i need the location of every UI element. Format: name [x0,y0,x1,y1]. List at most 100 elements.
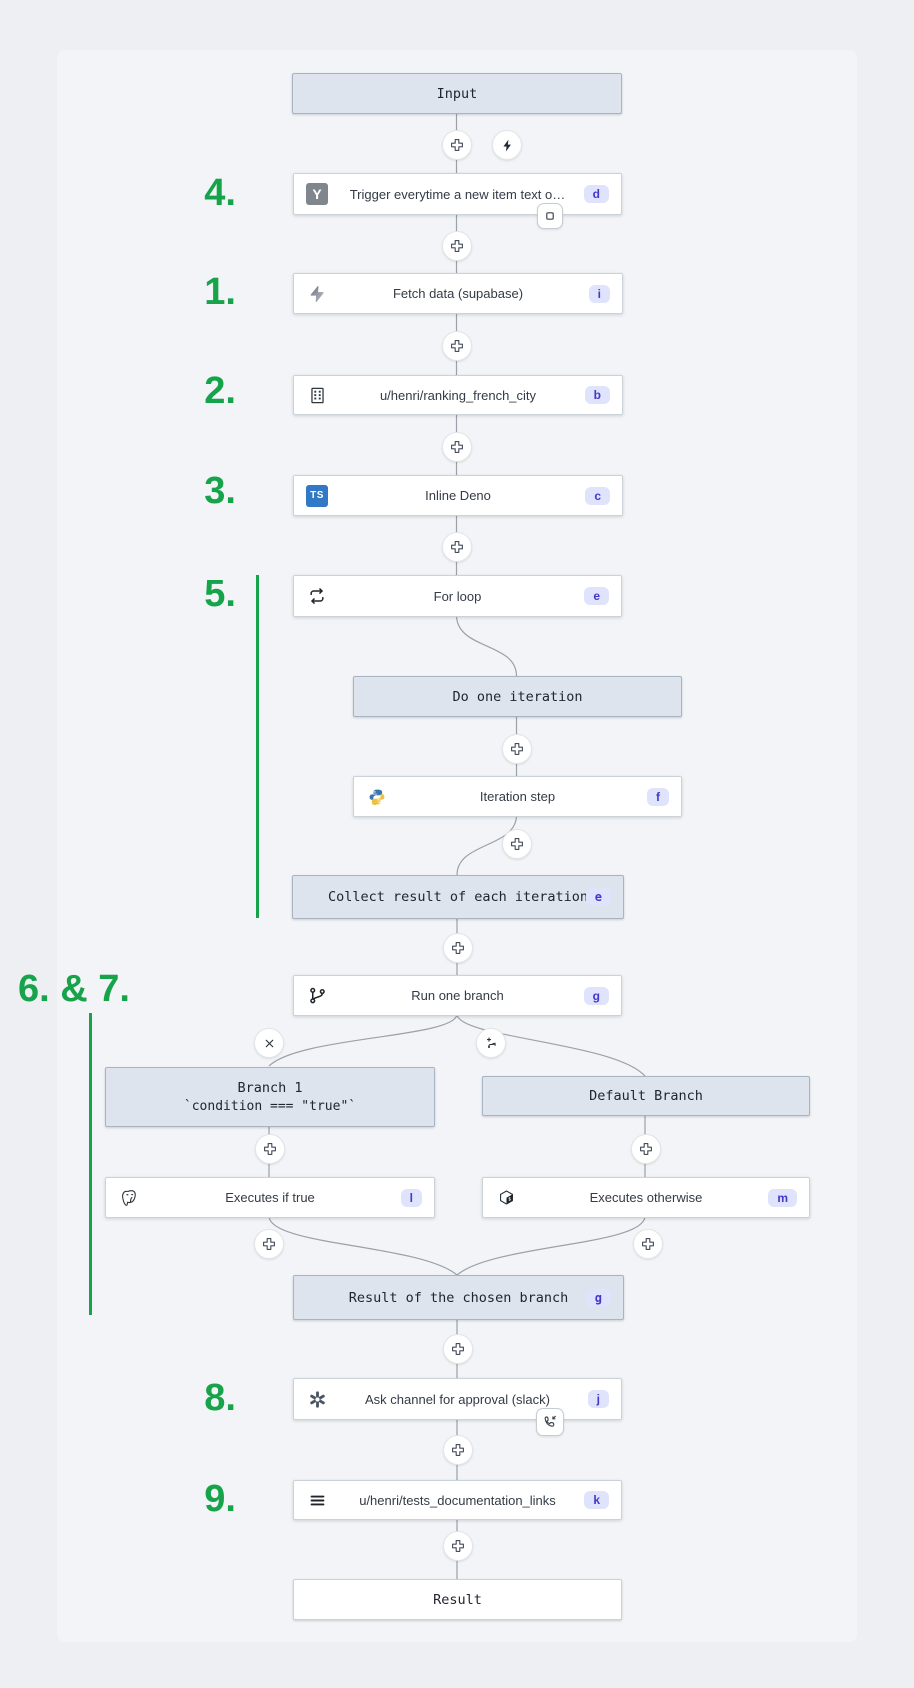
do-one-iteration-label: Do one iteration [452,688,583,705]
phone-incoming-icon [542,1414,558,1430]
run-one-branch-step-node[interactable]: Run one branch g [293,975,622,1016]
plus-icon [262,1141,278,1157]
add-step-button[interactable] [443,1435,473,1465]
plus-icon [261,1236,277,1252]
building-icon [306,384,328,406]
step-badge: e [585,888,611,906]
svg-text:$: $ [508,1197,511,1203]
plus-icon [450,940,466,956]
plus-icon [509,836,525,852]
iteration-step-node[interactable]: Iteration step f [353,776,682,817]
plus-icon [450,1341,466,1357]
plus-icon [449,439,465,455]
gear-icon [306,1388,328,1410]
stop-early-button[interactable] [537,203,563,229]
do-one-iteration-node[interactable]: Do one iteration [353,676,682,717]
step-label: Run one branch [411,988,504,1003]
bash-icon: $ [495,1187,517,1209]
step-badge: e [584,587,609,605]
ranking-script-step-node[interactable]: u/henri/ranking_french_city b [293,375,623,415]
square-icon [543,209,557,223]
supabase-icon [306,283,328,305]
step-label: Inline Deno [425,488,491,503]
plus-icon [449,238,465,254]
fetch-data-step-node[interactable]: Fetch data (supabase) i [293,273,623,314]
plus-icon [449,137,465,153]
for-loop-step-node[interactable]: For loop e [293,575,622,617]
ask-approval-step-node[interactable]: Ask channel for approval (slack) j [293,1378,622,1420]
result-chosen-branch-node[interactable]: Result of the chosen branch g [293,1275,624,1320]
annotation-line-5 [256,575,259,918]
python-icon [366,786,388,808]
step-badge: j [587,1390,609,1408]
flow-result-node[interactable]: Result [293,1579,622,1620]
step-badge: l [400,1188,422,1207]
inline-deno-step-node[interactable]: TS Inline Deno c [293,475,623,516]
step-label: u/henri/ranking_french_city [379,387,537,403]
step-label: u/henri/tests_documentation_links [359,1492,556,1508]
loop-icon [306,585,328,607]
annotation-line-6-7 [89,1013,92,1315]
step-label: Executes otherwise [589,1190,703,1205]
plus-icon [449,539,465,555]
add-step-button[interactable] [502,734,532,764]
result-label: Result [433,1591,482,1608]
branch-1-node[interactable]: Branch 1 `condition === "true"` [105,1067,435,1127]
step-label: Trigger everytime a new item text o… [349,186,566,202]
close-icon [263,1037,276,1050]
step-badge: f [647,787,669,806]
flow-input-node[interactable]: Input [292,73,622,114]
add-branch-icon [484,1036,499,1051]
add-step-button[interactable] [442,130,472,160]
postgresql-icon [118,1187,140,1209]
add-step-button[interactable] [255,1134,285,1164]
step-badge: k [584,1491,609,1509]
default-branch-node[interactable]: Default Branch [482,1076,810,1116]
add-step-button[interactable] [443,1334,473,1364]
step-badge: i [588,284,610,303]
annotation-2: 2. [204,370,236,412]
executes-if-true-step-node[interactable]: Executes if true l [105,1177,435,1218]
delete-branch-button[interactable] [254,1028,284,1058]
input-label: Input [436,85,478,102]
add-step-button[interactable] [254,1229,284,1259]
annotation-3: 3. [204,470,236,512]
trigger-bolt-button[interactable] [492,130,522,160]
plus-icon [640,1236,656,1252]
step-badge: m [768,1188,797,1207]
step-label: Fetch data (supabase) [392,286,524,301]
add-step-button[interactable] [442,231,472,261]
add-step-button[interactable] [633,1229,663,1259]
branch-1-label: Branch 1 [237,1080,303,1096]
add-step-button[interactable] [443,933,473,963]
plus-icon [509,741,525,757]
trigger-step-node[interactable]: Y Trigger everytime a new item text o… d [293,173,622,215]
step-badge: c [585,486,610,505]
list-icon [306,1489,328,1511]
annotation-1: 1. [204,271,236,313]
step-badge: d [583,185,609,203]
add-step-button[interactable] [443,1531,473,1561]
suspend-approval-button[interactable] [536,1408,564,1436]
plus-icon [450,1538,466,1554]
step-badge: g [585,1288,611,1307]
hackernews-icon: Y [306,183,328,205]
docs-links-step-node[interactable]: u/henri/tests_documentation_links k [293,1480,622,1520]
add-step-button[interactable] [442,432,472,462]
default-branch-label: Default Branch [589,1088,703,1104]
annotation-5: 5. [204,573,236,615]
step-label: Iteration step [479,789,556,804]
executes-otherwise-step-node[interactable]: $ Executes otherwise m [482,1177,810,1218]
collect-result-node[interactable]: Collect result of each iteration e [292,875,624,919]
branch-1-condition: `condition === "true"` [183,1099,357,1114]
add-step-button[interactable] [442,532,472,562]
step-label: Ask channel for approval (slack) [365,1391,550,1407]
git-branch-icon [306,985,328,1007]
bolt-icon [500,138,515,153]
add-step-button[interactable] [442,331,472,361]
annotation-4: 4. [204,172,236,214]
add-branch-button[interactable] [476,1028,506,1058]
add-step-button[interactable] [502,829,532,859]
add-step-button[interactable] [631,1134,661,1164]
